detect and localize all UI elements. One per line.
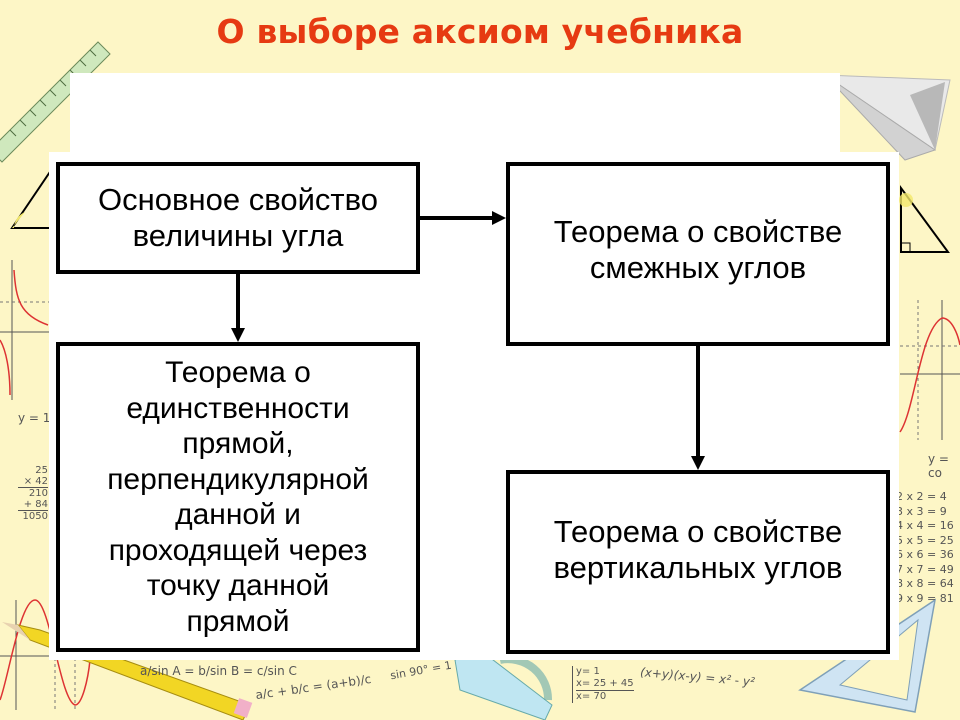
system-line: y= 1 bbox=[576, 666, 600, 677]
squares-line: 3 x 3 = 9 bbox=[896, 504, 947, 518]
paper-plane-icon bbox=[823, 74, 951, 161]
arrowhead-icon bbox=[231, 328, 245, 342]
squares-line: 2 x 2 = 4 bbox=[896, 490, 947, 503]
multiplication-line: 25 bbox=[35, 465, 48, 476]
node-vertical-angles: Теорема о свойстве вертикальных углов bbox=[506, 470, 890, 654]
content-panel-top bbox=[70, 73, 840, 163]
slide-title: О выборе аксиом учебника bbox=[216, 12, 744, 51]
system-line: x= 25 + 45 bbox=[576, 678, 634, 689]
node-label: Теорема о свойстве смежных углов bbox=[553, 214, 843, 285]
squares-table: 2 x 2 = 4 3 x 3 = 9 4 x 4 = 16 5 x 5 = 2… bbox=[896, 490, 954, 606]
system-formula: y= 1 x= 25 + 45 x= 70 bbox=[572, 666, 634, 703]
node-unique-perpendicular: Теорема о единственности прямой, перпенд… bbox=[56, 342, 420, 652]
right-graph-icon bbox=[899, 300, 960, 440]
squares-line: 9 x 9 = 81 bbox=[896, 591, 954, 605]
right-triangle-icon bbox=[899, 184, 950, 253]
multiplication-line: × 42 bbox=[23, 476, 48, 487]
sine-law-formula: a/sin A = b/sin B = c/sin C bbox=[140, 664, 297, 678]
arrowhead-icon bbox=[492, 211, 506, 225]
edge-basic-to-adjacent bbox=[420, 211, 506, 225]
left-graph-icon bbox=[0, 260, 50, 400]
arrowhead-icon bbox=[691, 456, 705, 470]
edge-adjacent-to-vertical bbox=[691, 346, 705, 470]
edge-basic-to-perpendicular bbox=[231, 274, 245, 342]
node-label: Теорема о свойстве вертикальных углов bbox=[553, 514, 843, 585]
multiplication-line: + 84 bbox=[23, 499, 48, 510]
left-formula: y = 1 bbox=[18, 411, 51, 425]
squares-line: 5 x 5 = 25 bbox=[896, 533, 954, 547]
squares-line: 7 x 7 = 49 bbox=[896, 562, 954, 576]
multiplication-example: 25 × 42 210 + 84 1050 bbox=[18, 465, 48, 522]
system-line: x= 70 bbox=[576, 690, 634, 703]
node-label: Основное свойство величины угла bbox=[98, 182, 378, 253]
multiplication-line: 210 bbox=[18, 487, 48, 499]
node-basic-property: Основное свойство величины угла bbox=[56, 162, 420, 274]
right-formula: y = co bbox=[928, 452, 949, 480]
squares-line: 8 x 8 = 64 bbox=[896, 577, 954, 590]
multiplication-line: 1050 bbox=[18, 510, 48, 522]
squares-line: 6 x 6 = 36 bbox=[896, 548, 954, 561]
node-label: Теорема о единственности прямой, перпенд… bbox=[107, 356, 369, 638]
squares-line: 4 x 4 = 16 bbox=[896, 519, 954, 532]
node-adjacent-angles: Теорема о свойстве смежных углов bbox=[506, 162, 890, 346]
ruler-icon bbox=[0, 41, 111, 163]
